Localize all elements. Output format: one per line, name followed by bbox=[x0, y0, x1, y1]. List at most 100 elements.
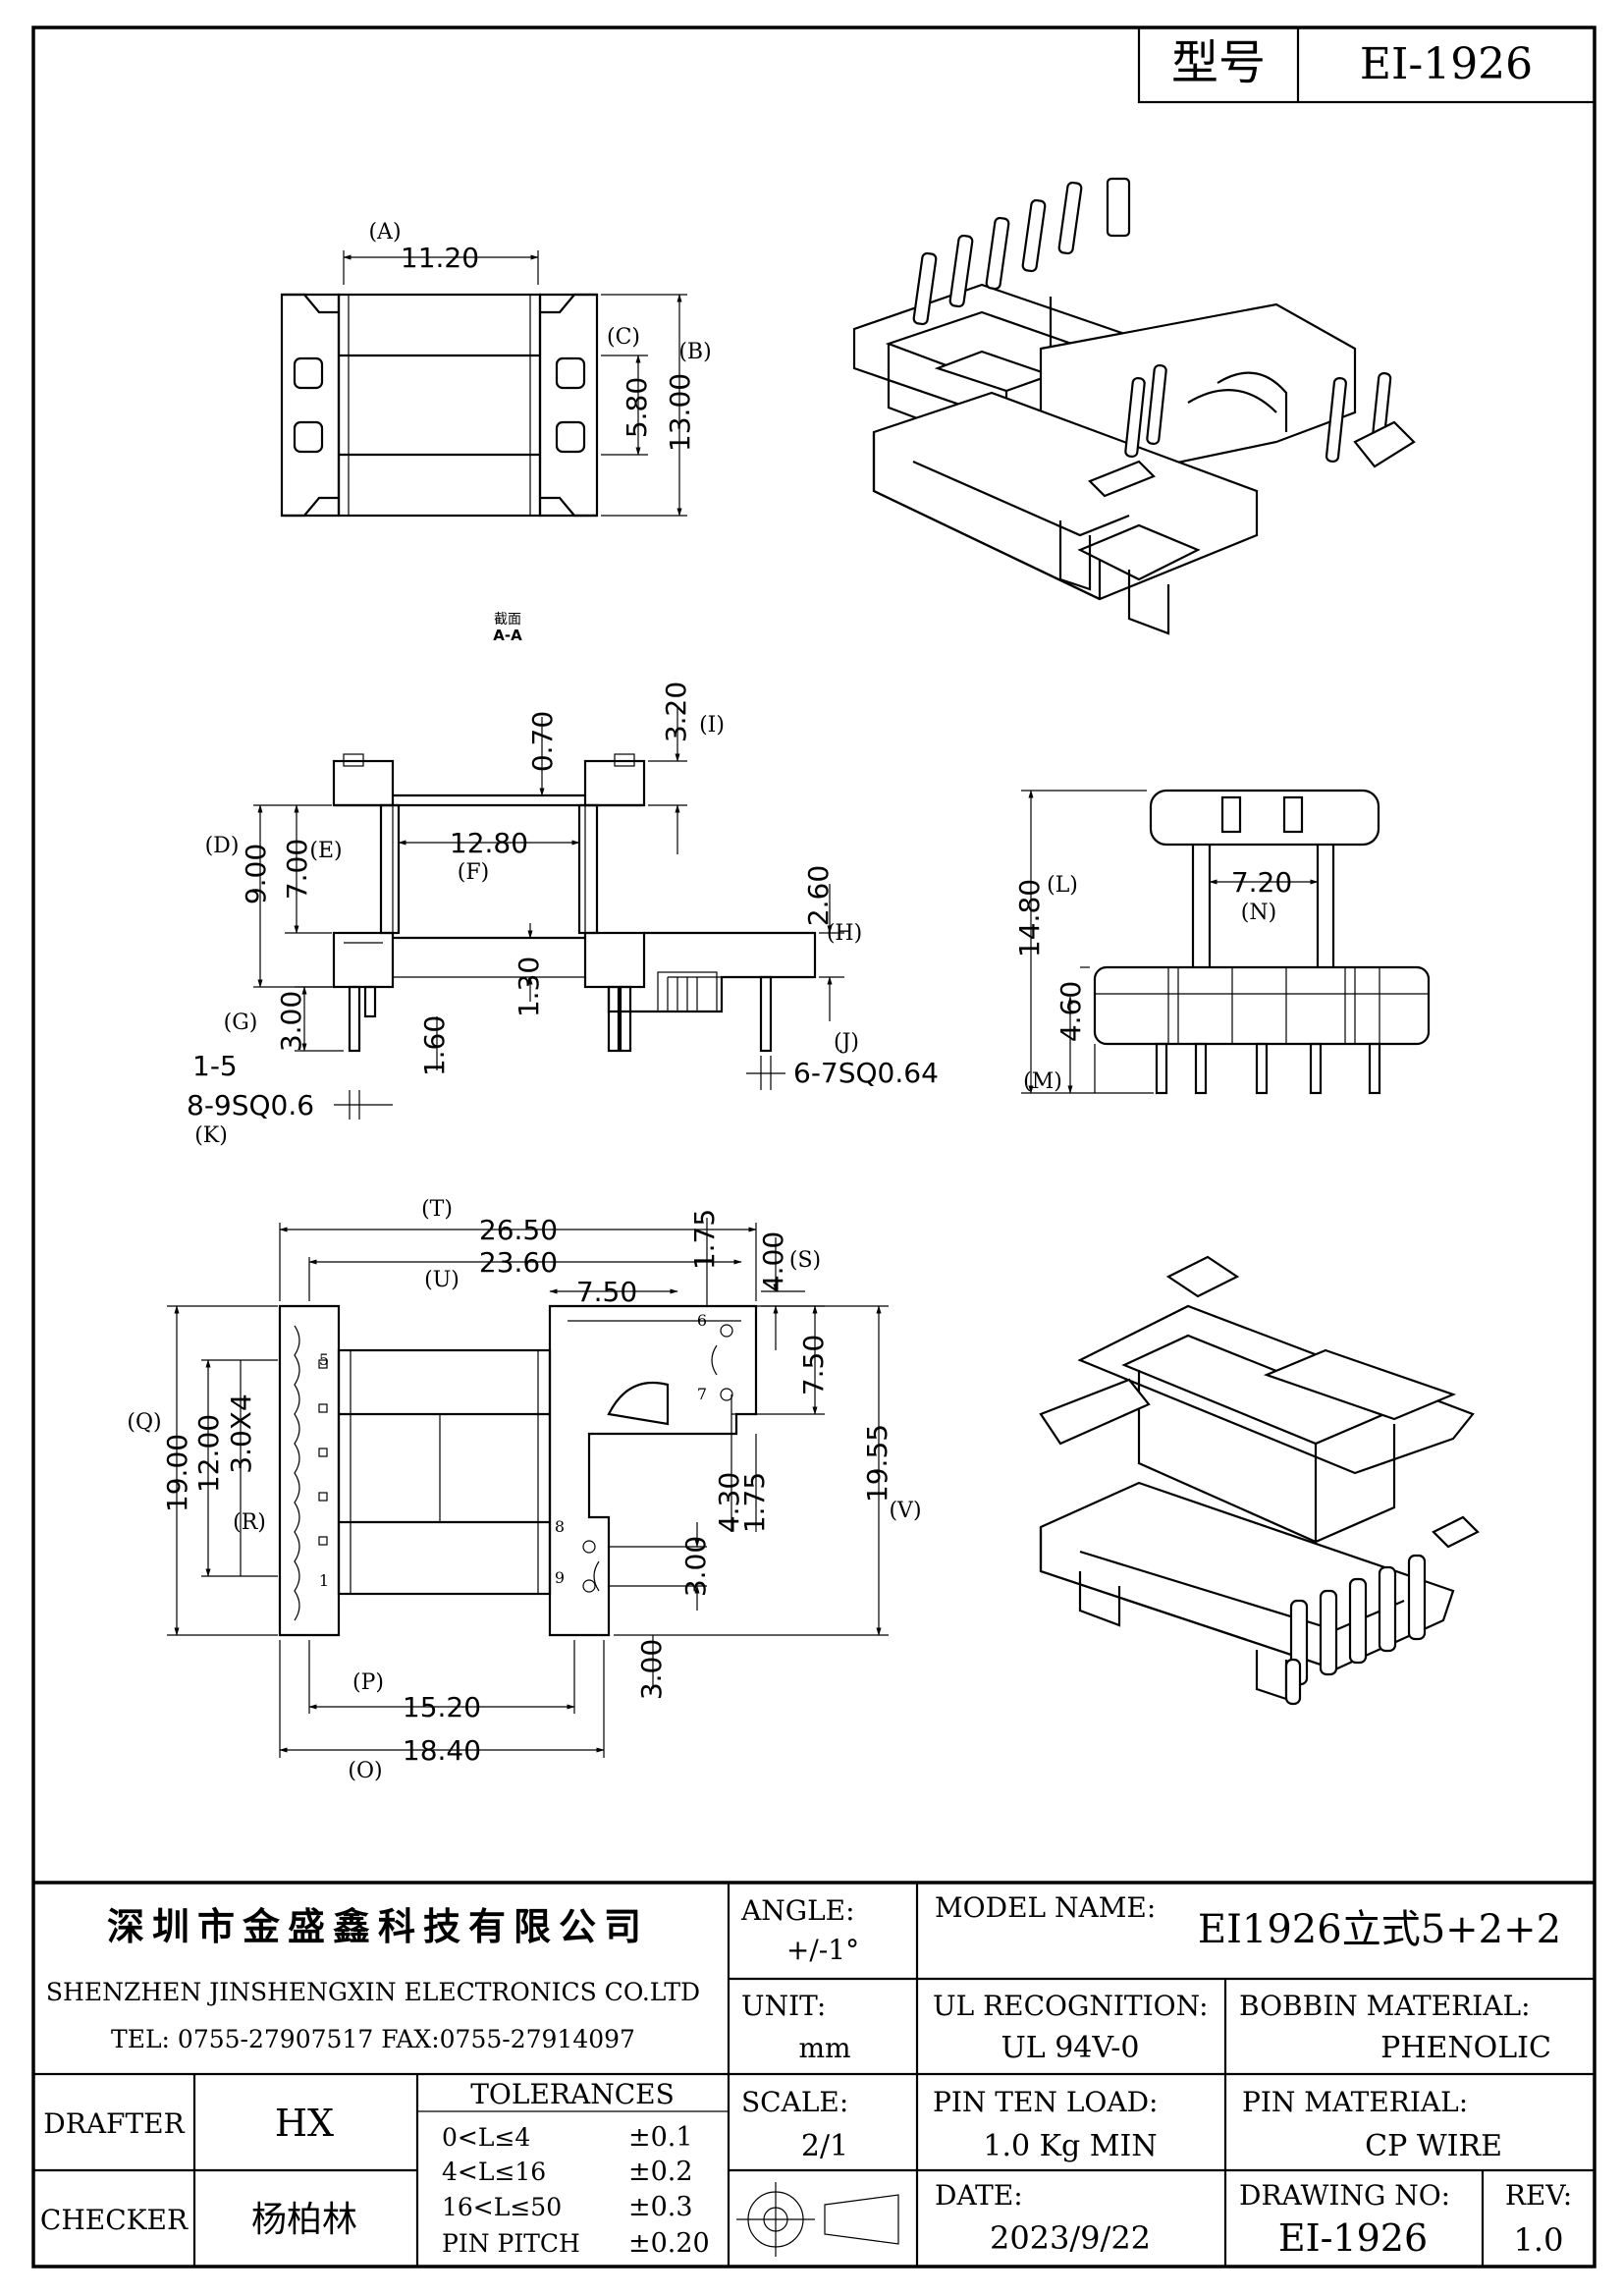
bottom-view: 5 1 6 7 8 9 (T) 26.50 (U) 23.60 bbox=[127, 1197, 921, 1783]
pin-material-label: PIN MATERIAL: bbox=[1242, 2086, 1468, 2118]
dim-R-letter: (R) bbox=[233, 1510, 266, 1535]
dim-D-value: 9.00 bbox=[240, 844, 272, 904]
dim-B-value: 13.00 bbox=[664, 373, 696, 452]
pin-5-label: 5 bbox=[319, 1350, 329, 1369]
company-en: SHENZHEN JINSHENGXIN ELECTRONICS CO.LTD bbox=[46, 1978, 700, 2006]
drafter-label: DRAFTER bbox=[43, 2107, 185, 2140]
projection-symbol-icon bbox=[736, 2182, 899, 2257]
model-value: EI-1926 bbox=[1360, 39, 1533, 89]
end-view: 14.80 (L) 4.60 (M) 7.20 (N) bbox=[1013, 789, 1431, 1095]
dim-J-letter: (J) bbox=[834, 1030, 859, 1055]
bobbin-value: PHENOLIC bbox=[1380, 2031, 1551, 2065]
ul-value: UL 94V-0 bbox=[1001, 2031, 1139, 2065]
company-cn: 深圳市金盛鑫科技有限公司 bbox=[107, 1904, 649, 1948]
dim-F-value: 12.80 bbox=[450, 827, 528, 859]
isometric-view-top bbox=[852, 177, 1416, 635]
ul-label: UL RECOGNITION: bbox=[933, 1990, 1209, 2022]
dim-P-value: 15.20 bbox=[403, 1691, 481, 1723]
dim-O-value: 18.40 bbox=[403, 1734, 481, 1767]
dim-A-letter: (A) bbox=[368, 220, 401, 245]
svg-text:截面: 截面 bbox=[494, 612, 521, 628]
dim-I-letter: (I) bbox=[699, 713, 725, 738]
tol-value-0: ±0.1 bbox=[628, 2122, 693, 2153]
rev-value: 1.0 bbox=[1514, 2221, 1564, 2259]
title-block: 深圳市金盛鑫科技有限公司 SHENZHEN JINSHENGXIN ELECTR… bbox=[33, 1881, 1595, 2267]
bobbin-label: BOBBIN MATERIAL: bbox=[1239, 1990, 1531, 2022]
dim-Q-value: 19.00 bbox=[161, 1434, 193, 1512]
side-view: 3.20 (I) 0.70 (D) 9.00 (E) 7.00 12.80 (F… bbox=[187, 682, 939, 1148]
tol-value-3: ±0.20 bbox=[628, 2228, 710, 2259]
pin-load-value: 1.0 Kg MIN bbox=[983, 2129, 1157, 2163]
dim-U-letter: (U) bbox=[424, 1268, 460, 1292]
dim-Q-letter: (Q) bbox=[127, 1410, 161, 1435]
company-contact: TEL: 0755-27907517 FAX:0755-27914097 bbox=[111, 2025, 635, 2053]
dim-L-value: 14.80 bbox=[1013, 879, 1046, 957]
model-tag: 型号 EI-1926 bbox=[1137, 26, 1596, 104]
dim-pin-value: 1.60 bbox=[418, 1015, 451, 1076]
tol-range-3: PIN PITCH bbox=[442, 2229, 580, 2258]
pin-load-label: PIN TEN LOAD: bbox=[933, 2086, 1158, 2118]
drafter-value: HX bbox=[275, 2102, 334, 2145]
scale-label: SCALE: bbox=[741, 2086, 848, 2118]
dim-pitch-value: 3.0X4 bbox=[225, 1394, 257, 1474]
dim-center-value: 1.30 bbox=[513, 957, 545, 1017]
dim-w-value: 7.50 bbox=[576, 1276, 637, 1308]
unit-label: UNIT: bbox=[741, 1990, 826, 2022]
dim-K-letter: (K) bbox=[194, 1123, 228, 1148]
dim-J-value: 6-7SQ0.64 bbox=[793, 1057, 939, 1089]
dim-C-value: 5.80 bbox=[621, 377, 653, 438]
top-view: (A) 11.20 (C) 5.80 (B) 13.00 bbox=[280, 220, 712, 518]
model-label: 型号 bbox=[1171, 35, 1266, 90]
checker-value: 杨柏林 bbox=[251, 2200, 357, 2240]
drawing-no-label: DRAWING NO: bbox=[1239, 2179, 1450, 2212]
dim-s-value: 7.50 bbox=[797, 1335, 830, 1395]
pin-9-label: 9 bbox=[555, 1568, 565, 1587]
isometric-view-bottom bbox=[1039, 1255, 1480, 1706]
dim-O-letter: (O) bbox=[348, 1759, 382, 1783]
dim-K2-value: 8-9SQ0.6 bbox=[187, 1089, 314, 1121]
pin-7-label: 7 bbox=[697, 1385, 707, 1403]
dim-S2-value: 4.00 bbox=[757, 1231, 789, 1292]
unit-value: mm bbox=[798, 2032, 850, 2064]
dim-E-letter: (E) bbox=[309, 839, 342, 863]
dim-I-value: 3.20 bbox=[660, 682, 692, 742]
tolerances-label: TOLERANCES bbox=[470, 2078, 675, 2110]
dim-T-letter: (T) bbox=[421, 1197, 453, 1222]
section-label: 截面 A-A bbox=[493, 612, 522, 644]
dim-S-letter: (S) bbox=[789, 1248, 821, 1273]
dim-L-letter: (L) bbox=[1047, 873, 1078, 898]
dim-R-value: 12.00 bbox=[192, 1414, 225, 1493]
date-value: 2023/9/22 bbox=[990, 2219, 1151, 2257]
pin-8-label: 8 bbox=[555, 1517, 565, 1536]
dim-A-value: 11.20 bbox=[401, 242, 479, 274]
pin-1-label: 1 bbox=[319, 1571, 329, 1590]
dim-V-letter: (V) bbox=[889, 1499, 921, 1523]
tol-value-2: ±0.3 bbox=[628, 2192, 693, 2222]
dim-v1-value: 4.30 bbox=[713, 1472, 745, 1533]
dim-F-letter: (F) bbox=[458, 860, 489, 885]
dim-v4-value: 3.00 bbox=[635, 1639, 668, 1700]
dim-U-value: 23.60 bbox=[479, 1246, 558, 1279]
dim-v2-value: 1.75 bbox=[738, 1472, 771, 1533]
pin-6-label: 6 bbox=[697, 1311, 707, 1330]
dim-D-letter: (D) bbox=[205, 834, 240, 858]
dim-T-value: 26.50 bbox=[479, 1214, 558, 1246]
dim-S1-value: 1.75 bbox=[688, 1209, 721, 1270]
dim-H-letter: (H) bbox=[827, 921, 862, 946]
dim-M-letter: (M) bbox=[1023, 1069, 1062, 1094]
dim-N-letter: (N) bbox=[1241, 901, 1276, 925]
tol-range-1: 4<L≤16 bbox=[442, 2158, 546, 2186]
drawing-frame bbox=[31, 26, 1596, 2269]
dim-v3-value: 3.00 bbox=[679, 1536, 712, 1597]
dim-E-value: 7.00 bbox=[281, 839, 313, 900]
angle-value: +/-1° bbox=[786, 1934, 859, 1966]
drawing-no-value: EI-1926 bbox=[1278, 2216, 1428, 2260]
scale-value: 2/1 bbox=[801, 2129, 848, 2163]
rev-label: REV: bbox=[1505, 2179, 1572, 2212]
tol-value-1: ±0.2 bbox=[628, 2157, 693, 2187]
dim-P-letter: (P) bbox=[352, 1670, 384, 1695]
model-name-label: MODEL NAME: bbox=[935, 1891, 1156, 1924]
dim-K1-value: 1-5 bbox=[192, 1050, 238, 1082]
model-name-value: EI1926立式5+2+2 bbox=[1198, 1907, 1561, 1952]
